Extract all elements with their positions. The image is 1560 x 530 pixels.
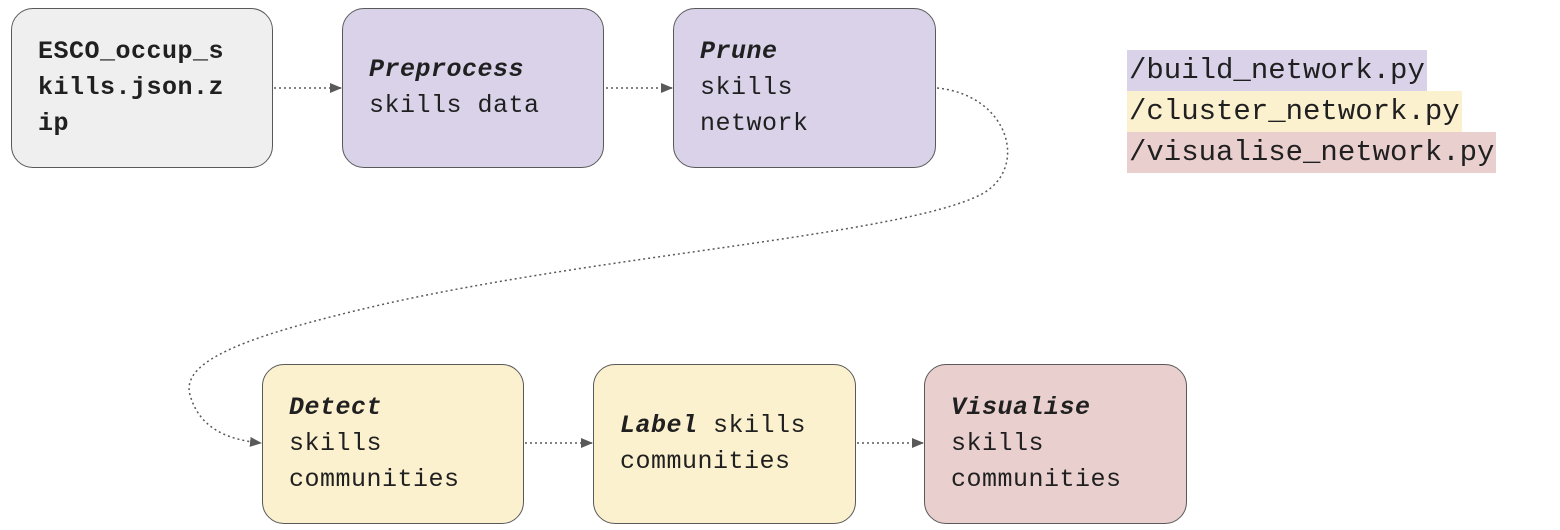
node-visualise-text-2: communities bbox=[951, 465, 1122, 494]
node-input-line-3: ip bbox=[38, 109, 70, 138]
node-detect: Detect skills communities bbox=[262, 364, 524, 524]
node-visualise-text-1: skills bbox=[951, 429, 1045, 458]
node-label-text-2: communities bbox=[620, 447, 791, 476]
node-detect-text-2: communities bbox=[289, 465, 460, 494]
node-label-title: Label bbox=[620, 411, 698, 440]
node-detect-title: Detect bbox=[289, 393, 383, 422]
node-input-line-2: kills.json.z bbox=[38, 73, 225, 102]
node-detect-text-1: skills bbox=[289, 429, 383, 458]
node-prune-text-1: skills bbox=[700, 73, 794, 102]
arrow-prune-to-detect bbox=[188, 87, 1009, 447]
node-prune: Prune skills network bbox=[673, 8, 936, 168]
node-preprocess-text: skills data bbox=[369, 91, 540, 120]
node-label-text-1: skills bbox=[697, 411, 807, 440]
node-preprocess: Preprocess skills data bbox=[342, 8, 604, 168]
node-prune-text-2: network bbox=[700, 109, 809, 138]
node-input-line-1: ESCO_occup_s bbox=[38, 37, 225, 66]
node-label: Label skills communities bbox=[593, 364, 856, 524]
node-preprocess-title: Preprocess bbox=[369, 55, 525, 84]
node-visualise-title: Visualise bbox=[951, 393, 1091, 422]
script-legend: /build_network.py /cluster_network.py /v… bbox=[1127, 50, 1497, 173]
legend-item-visualise-network: /visualise_network.py bbox=[1127, 132, 1497, 173]
node-label-line-1: Label skills bbox=[620, 408, 833, 444]
node-prune-title: Prune bbox=[700, 37, 778, 66]
node-input-file: ESCO_occup_s kills.json.z ip bbox=[11, 8, 273, 168]
legend-item-cluster-network: /cluster_network.py bbox=[1127, 91, 1462, 132]
node-visualise: Visualise skills communities bbox=[924, 364, 1187, 524]
legend-item-build-network: /build_network.py bbox=[1127, 50, 1427, 91]
